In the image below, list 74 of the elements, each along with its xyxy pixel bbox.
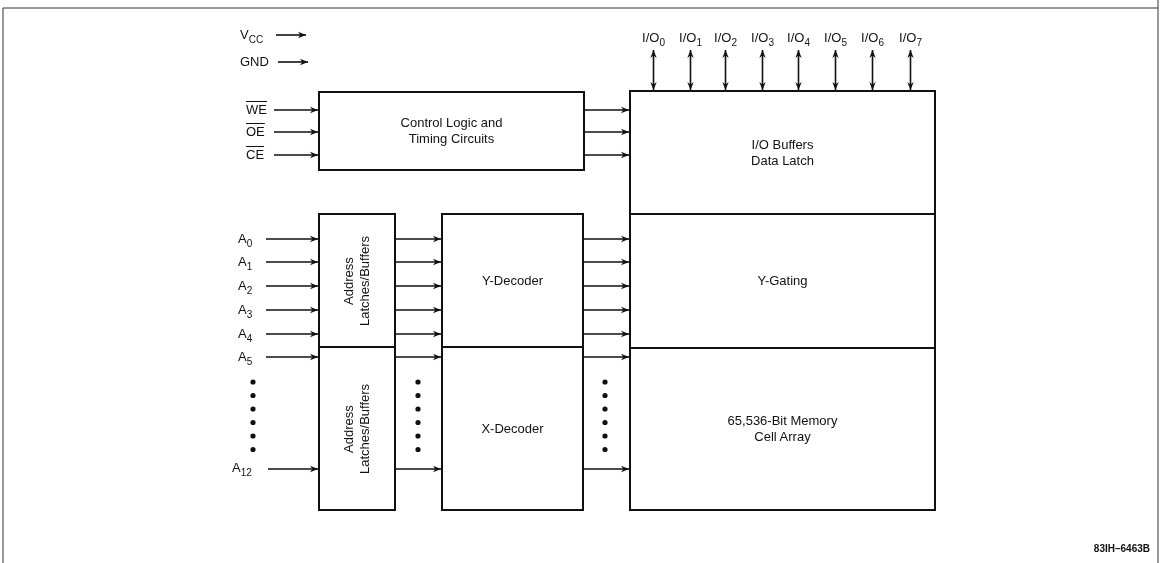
- pin-label: A$_{0}$: [238, 231, 262, 252]
- pin-label: I/O$_{6}$: [859, 30, 886, 51]
- pin-label: A$_{4}$: [238, 326, 262, 347]
- pin-label: I/O$_{7}$: [897, 30, 924, 51]
- arrow: [273, 106, 319, 114]
- arrow: [277, 58, 309, 66]
- arrow: [907, 49, 914, 91]
- block-label: Address Latches/Buffers: [341, 234, 373, 328]
- pin-label: I/O$_{3}$: [749, 30, 776, 51]
- arrow: [584, 151, 630, 159]
- function-block: [441, 346, 584, 511]
- function-block: [318, 346, 396, 511]
- arrow: [395, 235, 442, 243]
- pin-label: I/O$_{2}$: [712, 30, 739, 51]
- pin-label: A$_{12}$: [232, 460, 264, 481]
- arrow: [395, 282, 442, 290]
- arrow: [583, 353, 630, 361]
- pin-label: I/O$_{4}$: [785, 30, 812, 51]
- pin-label: I/O$_{0}$: [640, 30, 667, 51]
- arrow: [273, 128, 319, 136]
- arrow: [650, 49, 657, 91]
- arrow: [584, 128, 630, 136]
- arrow: [584, 106, 630, 114]
- arrow: [583, 282, 630, 290]
- figure-number: 83IH–6463B: [1093, 543, 1150, 554]
- pin-label: A$_{3}$: [238, 302, 262, 323]
- block-label: X-Decoder: [481, 420, 544, 437]
- arrow: [583, 465, 630, 473]
- block-label: Y-Gating: [757, 273, 808, 289]
- function-block: [318, 213, 396, 348]
- arrow: [267, 465, 319, 473]
- pin-label: GND: [240, 54, 274, 70]
- arrow: [395, 330, 442, 338]
- arrow: [395, 353, 442, 361]
- block-label: Address Latches/Buffers: [341, 382, 373, 476]
- block-label: Y-Decoder: [482, 272, 543, 289]
- pin-label: A$_{5}$: [238, 349, 262, 370]
- function-block: [629, 347, 936, 511]
- function-block: [629, 90, 936, 215]
- arrow: [265, 258, 319, 266]
- arrow: [265, 235, 319, 243]
- arrow: [395, 306, 442, 314]
- function-block: [441, 213, 584, 348]
- arrow: [273, 151, 319, 159]
- pin-label: OE: [246, 124, 270, 140]
- arrow: [759, 49, 766, 91]
- arrow: [869, 49, 876, 91]
- pin-label: CE: [246, 147, 270, 163]
- arrow: [275, 31, 307, 39]
- arrow: [265, 353, 319, 361]
- pin-label: I/O$_{5}$: [822, 30, 849, 51]
- function-block: [318, 91, 585, 171]
- pin-label: A$_{2}$: [238, 278, 262, 299]
- pin-label: WE: [246, 102, 270, 118]
- arrow: [265, 282, 319, 290]
- arrow: [265, 330, 319, 338]
- arrow: [795, 49, 802, 91]
- arrow: [687, 49, 694, 91]
- arrow: [583, 330, 630, 338]
- arrow: [395, 258, 442, 266]
- function-block: [629, 213, 936, 349]
- arrow: [583, 306, 630, 314]
- pin-label: I/O$_{1}$: [677, 30, 704, 51]
- arrow: [583, 258, 630, 266]
- arrow: [722, 49, 729, 91]
- pin-label: A$_{1}$: [238, 254, 262, 275]
- block-label: 65,536-Bit Memory Cell Array: [726, 413, 839, 445]
- arrow: [265, 306, 319, 314]
- arrow: [583, 235, 630, 243]
- block-label: Control Logic and Timing Circuits: [399, 115, 504, 147]
- arrow: [832, 49, 839, 91]
- arrow: [395, 465, 442, 473]
- block-label: I/O Buffers Data Latch: [750, 136, 815, 169]
- pin-label: V$_{CC}$: [240, 27, 272, 48]
